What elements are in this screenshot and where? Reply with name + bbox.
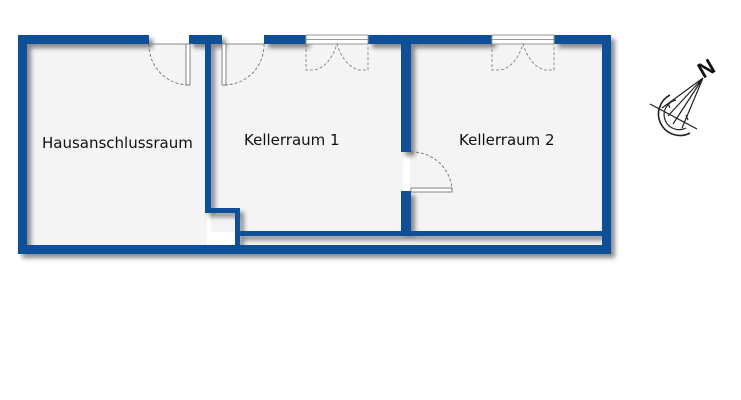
door-leaf-kellerraum-2 bbox=[410, 187, 453, 193]
floor-kellerraum-1 bbox=[211, 44, 403, 232]
walls bbox=[18, 35, 611, 254]
room-label-kellerraum-2: Kellerraum 2 bbox=[459, 131, 555, 149]
floor-corridor bbox=[238, 236, 603, 246]
compass-label: N bbox=[693, 54, 719, 84]
north-arrow-icon bbox=[649, 77, 704, 137]
room-label-hausanschlussraum: Hausanschlussraum bbox=[42, 134, 193, 152]
door-leaf-hausanschlussraum bbox=[185, 43, 191, 86]
floor-hausanschlussraum bbox=[27, 44, 207, 246]
door-swings bbox=[148, 43, 453, 191]
room-label-kellerraum-1: Kellerraum 1 bbox=[244, 131, 340, 149]
window-swings bbox=[305, 42, 555, 71]
floor-areas bbox=[27, 44, 603, 246]
door-leaf-kellerraum-1 bbox=[221, 43, 227, 86]
floor-kellerraum-2 bbox=[410, 44, 603, 232]
